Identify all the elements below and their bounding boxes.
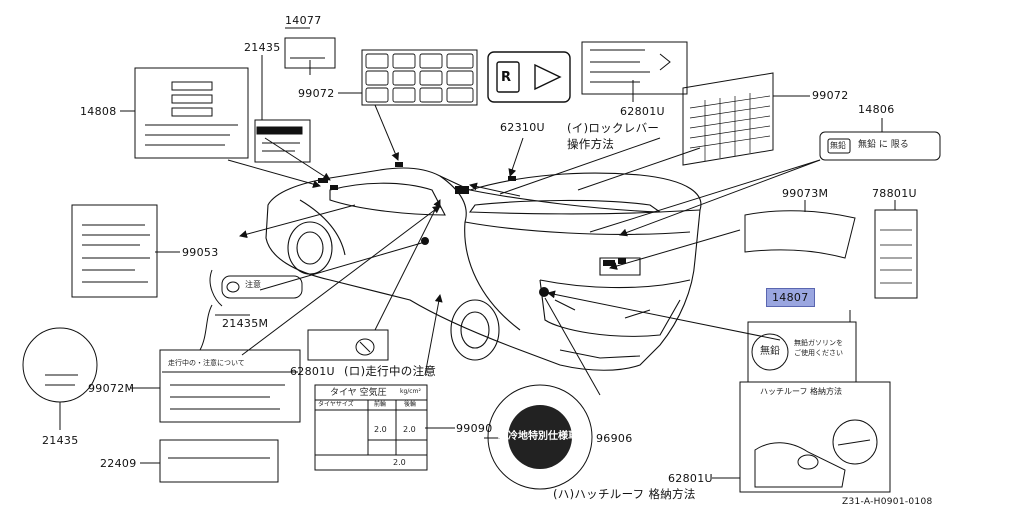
decal-96906-round	[487, 384, 593, 490]
part-label-62801U-mid: 62801U	[290, 365, 335, 378]
cold-region-text: 寒冷地特別仕様車	[498, 431, 578, 442]
decal-14808	[134, 67, 249, 159]
note-hatch-roof-storage: (ハ)ハッチルーフ 格納方法	[553, 487, 696, 501]
part-label-99072M: 99072M	[88, 382, 135, 395]
decal-22409	[159, 439, 279, 483]
part-label-21435-bottom: 21435	[42, 434, 79, 447]
decal-78801U	[874, 209, 918, 299]
decal-21435-round	[22, 327, 98, 403]
part-label-14807-highlighted[interactable]: 14807	[766, 288, 815, 307]
muen-box-text: 無鉛	[830, 141, 846, 150]
part-label-21435-top: 21435	[244, 41, 281, 54]
decal-62801U-lock	[581, 41, 688, 95]
part-label-14806: 14806	[858, 103, 895, 116]
part-label-62801U-top: 62801U	[620, 105, 665, 118]
part-label-21435M: 21435M	[222, 317, 269, 330]
decal-21435-rect	[254, 119, 311, 163]
note-driving-caution: (ロ)走行中の注意	[344, 364, 437, 378]
tire-col-size: タイヤサイズ	[318, 401, 354, 408]
tire-rear-value: 2.0	[403, 425, 416, 434]
tire-unit-text: kg/cm²	[400, 388, 421, 395]
part-label-99090: 99090	[456, 422, 493, 435]
caution-small-text: 注意	[245, 280, 261, 289]
part-label-14808: 14808	[80, 105, 117, 118]
decal-14077	[284, 37, 336, 69]
note-lock-lever-line1: (イ)ロックレバー	[567, 121, 660, 135]
decal-62310U-r-plate	[487, 51, 571, 103]
part-label-96906: 96906	[596, 432, 633, 445]
decal-99072M-caution	[159, 349, 301, 423]
leader-lines	[59, 27, 896, 479]
decal-99073M	[744, 210, 856, 259]
part-label-14077: 14077	[285, 14, 322, 27]
muen-small-text: 無鉛	[760, 346, 780, 357]
decal-99072-grid	[361, 49, 478, 106]
muen-notice-line1: 無鉛ガソリンを	[794, 339, 843, 347]
muen-notice-line2: ご使用ください	[794, 349, 843, 357]
decal-62801U-mid	[307, 329, 389, 361]
tire-col-rear: 後輪	[404, 401, 417, 408]
decal-14806	[819, 131, 941, 161]
diagram-id: Z31-A-H0901-0108	[842, 497, 933, 507]
part-label-22409: 22409	[100, 457, 137, 470]
decal-21435M-tag	[199, 269, 303, 351]
car-outline	[265, 167, 702, 371]
note-lock-lever-line2: 操作方法	[567, 137, 615, 151]
decal-99053	[71, 204, 158, 298]
part-label-99072-right: 99072	[812, 89, 849, 102]
part-label-99053: 99053	[182, 246, 219, 259]
tire-spare-value: 2.0	[393, 458, 406, 467]
part-label-62801U-bottom: 62801U	[668, 472, 713, 485]
part-label-62310U: 62310U	[500, 121, 545, 134]
tire-col-front: 前輪	[374, 401, 387, 408]
part-label-78801U: 78801U	[872, 187, 917, 200]
r-symbol-text: R	[501, 70, 512, 85]
part-label-99072-top: 99072	[298, 87, 335, 100]
car-part-markers	[318, 162, 626, 297]
tire-front-value: 2.0	[374, 425, 387, 434]
decal-99090-tire	[314, 384, 428, 471]
driving-caution-text: 走行中の・注意について	[168, 359, 245, 367]
tire-title-text: タイヤ 空気圧	[330, 388, 387, 398]
muen-ni-kagiru-text: 無鉛 に 限る	[858, 140, 909, 150]
part-label-99073M: 99073M	[782, 187, 829, 200]
decal-99072-table	[682, 72, 774, 166]
decal-62801U-hatch	[739, 381, 891, 493]
hatch-title-text: ハッチルーフ 格納方法	[760, 387, 843, 396]
